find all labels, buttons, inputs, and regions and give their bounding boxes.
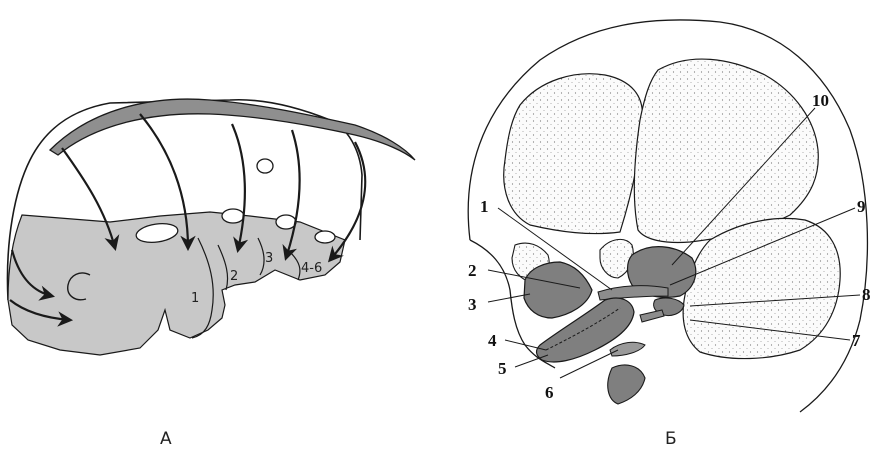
styloid-process <box>640 310 664 322</box>
maxilla-bone <box>524 262 592 318</box>
label-5: 5 <box>498 359 507 378</box>
caption-a: А <box>160 429 172 449</box>
label-6: 6 <box>545 383 554 402</box>
panel-b-skull-diagram: 1 2 3 4 5 6 7 8 9 10 Б <box>468 20 871 449</box>
placode-oval-5 <box>257 159 273 173</box>
label-4: 4 <box>488 331 497 350</box>
frontal-bone <box>504 74 643 234</box>
label-10: 10 <box>812 91 829 110</box>
caption-b: Б <box>665 429 677 449</box>
placode-oval-2 <box>222 209 244 223</box>
label-2: 2 <box>468 261 477 280</box>
label-arch-3: 3 <box>265 251 273 266</box>
placode-oval-3 <box>276 215 296 229</box>
label-arch-46: 4-6 <box>301 261 322 276</box>
label-arch-1: 1 <box>191 291 199 306</box>
label-8: 8 <box>862 285 871 304</box>
label-9: 9 <box>857 197 866 216</box>
label-1: 1 <box>480 197 489 216</box>
hyoid-bone <box>610 342 645 356</box>
label-arch-2: 2 <box>230 269 238 284</box>
panel-a-embryo-diagram: 1 2 3 4-6 А <box>7 99 415 449</box>
laryngeal-cartilages <box>608 365 645 404</box>
label-7: 7 <box>852 331 861 350</box>
parietal-bone <box>634 59 818 242</box>
label-3: 3 <box>468 295 477 314</box>
placode-oval-4 <box>315 231 335 243</box>
